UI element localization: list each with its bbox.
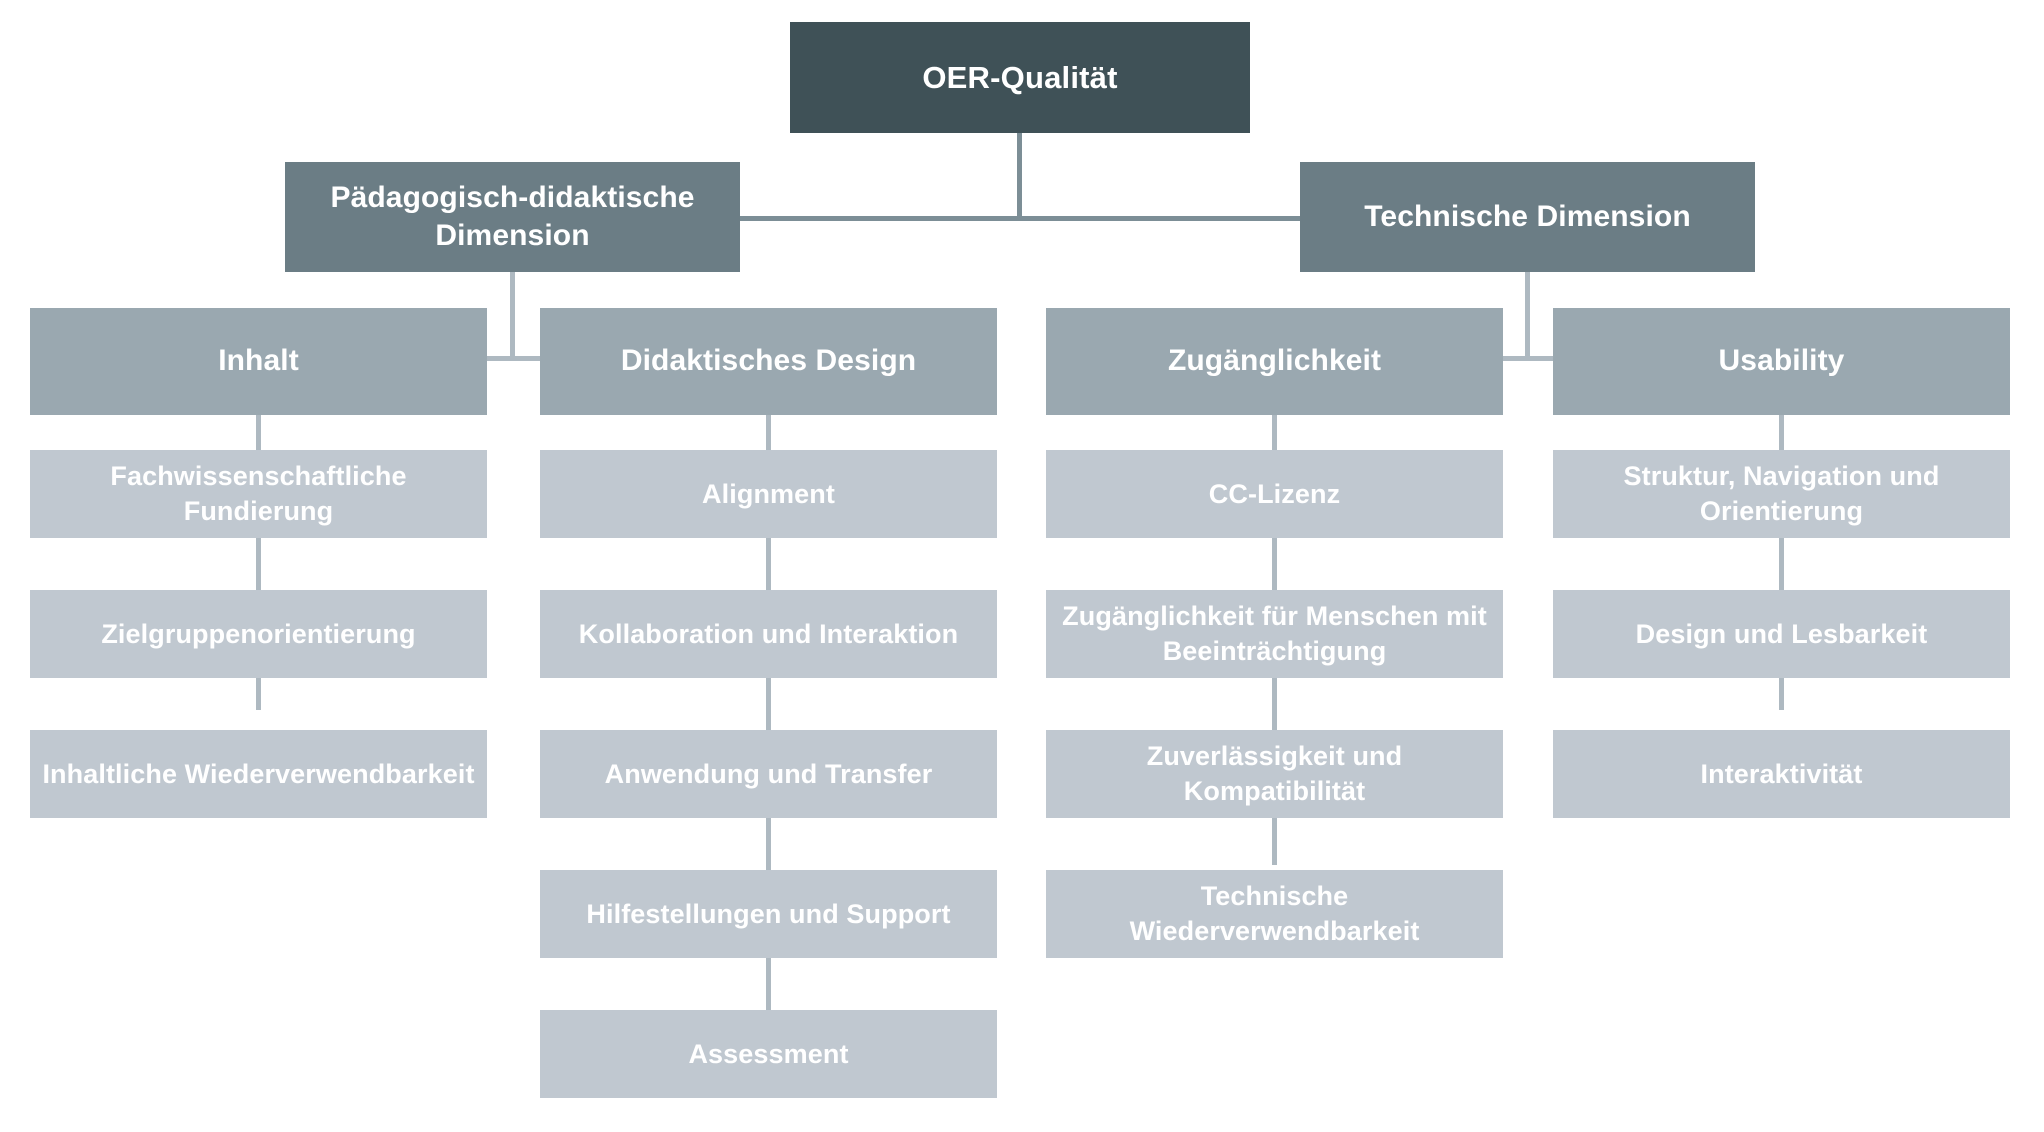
- node-category-usability[interactable]: Usability: [1553, 308, 2010, 415]
- node-category-inhalt[interactable]: Inhalt: [30, 308, 487, 415]
- node-criterion[interactable]: Interaktivität: [1553, 730, 2010, 818]
- connector-dim1-bus: [487, 356, 540, 361]
- connector-col1-spine: [256, 415, 261, 710]
- node-category-zugaenglichkeit[interactable]: Zugänglichkeit: [1046, 308, 1503, 415]
- node-dimension-paedagogisch-didaktisch[interactable]: Pädagogisch-didaktische Dimension: [285, 162, 740, 272]
- node-criterion[interactable]: Fachwissenschaftliche Fundierung: [30, 450, 487, 538]
- node-criterion[interactable]: Struktur, Navigation und Orientierung: [1553, 450, 2010, 538]
- node-criterion[interactable]: Design und Lesbarkeit: [1553, 590, 2010, 678]
- connector-dim1-stem: [510, 272, 515, 360]
- node-criterion[interactable]: Assessment: [540, 1010, 997, 1098]
- connector-dim2-stem: [1525, 272, 1530, 360]
- node-criterion[interactable]: CC-Lizenz: [1046, 450, 1503, 538]
- node-criterion[interactable]: Zielgruppenorientierung: [30, 590, 487, 678]
- connector-dim2-bus: [1503, 356, 1553, 361]
- node-criterion[interactable]: Inhaltliche Wiederverwendbarkeit: [30, 730, 487, 818]
- node-dimension-technisch[interactable]: Technische Dimension: [1300, 162, 1755, 272]
- node-root-oer-qualitaet[interactable]: OER-Qualität: [790, 22, 1250, 133]
- connector-col4-spine: [1779, 415, 1784, 710]
- connector-root-stem: [1017, 133, 1022, 219]
- node-criterion[interactable]: Technische Wiederverwendbarkeit: [1046, 870, 1503, 958]
- node-criterion[interactable]: Kollaboration und Interaktion: [540, 590, 997, 678]
- node-criterion[interactable]: Hilfestellungen und Support: [540, 870, 997, 958]
- connector-root-bus: [740, 216, 1300, 221]
- node-criterion[interactable]: Zuverlässigkeit und Kompatibilität: [1046, 730, 1503, 818]
- node-criterion[interactable]: Anwendung und Transfer: [540, 730, 997, 818]
- node-criterion[interactable]: Zugänglichkeit für Menschen mit Beeinträ…: [1046, 590, 1503, 678]
- connector-col2-spine: [766, 415, 771, 1020]
- node-criterion[interactable]: Alignment: [540, 450, 997, 538]
- node-category-didaktisches-design[interactable]: Didaktisches Design: [540, 308, 997, 415]
